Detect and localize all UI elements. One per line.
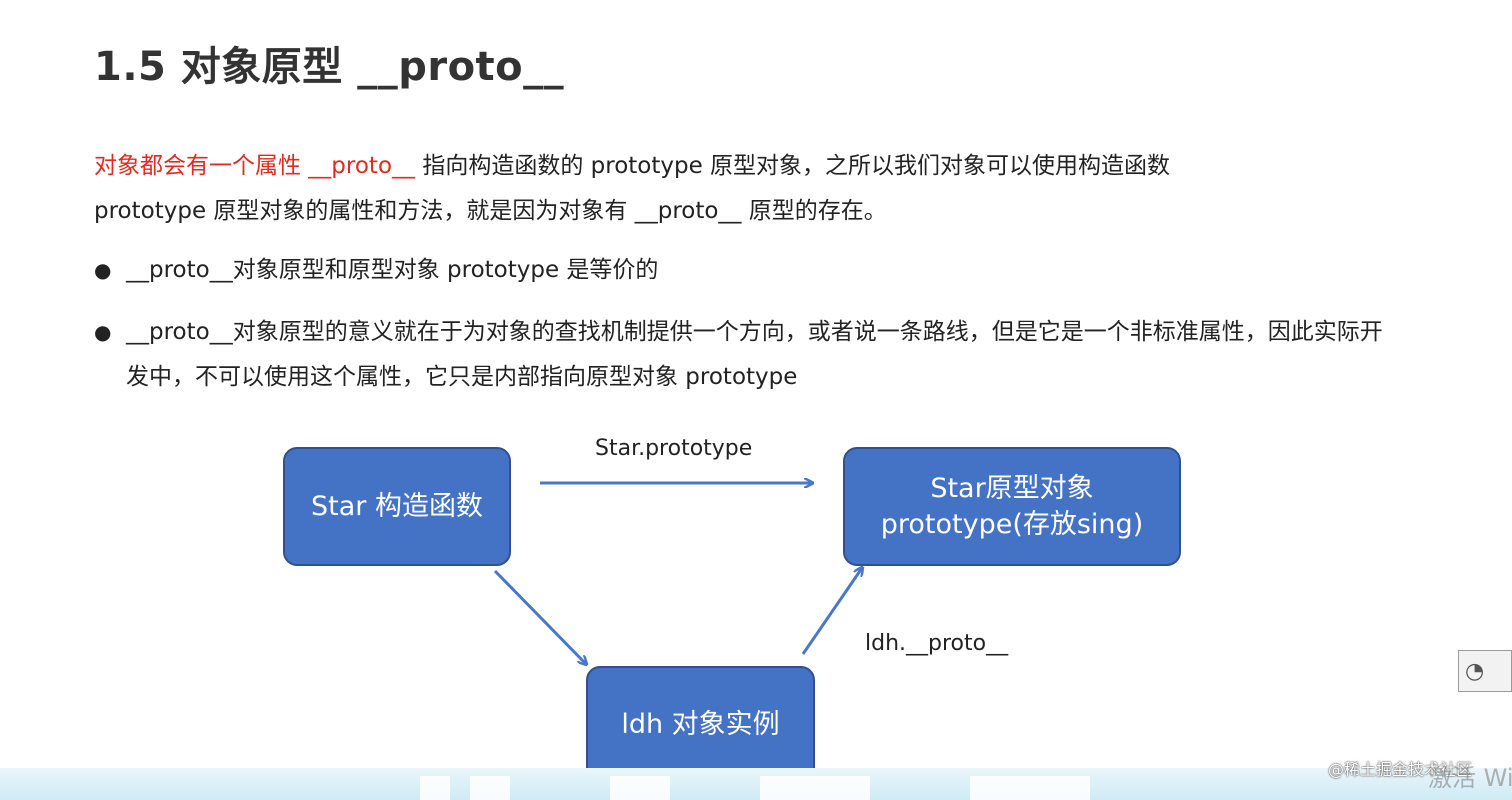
prototype-box: Star原型对象 prototype(存放sing) [843,447,1181,566]
activate-windows-text: 激活 Wi [1428,764,1512,792]
watermark-text: @稀土掘金技术社区 [1328,760,1473,779]
label-ldh-proto: ldh.__proto__ [865,631,1009,656]
bullet-item-1: ● __proto__对象原型和原型对象 prototype 是等价的 [94,248,1394,293]
slide-title: 1.5 对象原型 __proto__ [94,44,565,90]
bottom-decoration [0,768,1512,800]
recorder-icon[interactable]: ◔ [1458,650,1512,692]
label-star-prototype: Star.prototype [595,436,753,461]
instance-box-label: ldh 对象实例 [621,709,780,740]
intro-highlight: 对象都会有一个属性 __proto__ [94,153,416,179]
constructor-box-label: Star 构造函数 [311,490,483,522]
intro-line2: prototype 原型对象的属性和方法，就是因为对象有 __proto__ 原… [94,198,887,224]
intro-rest-line1: 指向构造函数的 prototype 原型对象，之所以我们对象可以使用构造函数 [422,153,1171,179]
bullet-text-2: __proto__对象原型的意义就在于为对象的查找机制提供一个方向，或者说一条路… [126,319,1383,390]
bullet-item-2: ● __proto__对象原型的意义就在于为对象的查找机制提供一个方向，或者说一… [94,310,1394,400]
bullet-dot-icon: ● [94,258,112,282]
bullet-text-1: __proto__对象原型和原型对象 prototype 是等价的 [126,257,659,283]
intro-paragraph: 对象都会有一个属性 __proto__ 指向构造函数的 prototype 原型… [94,144,1374,234]
arrow-instance-to-prototype [801,568,862,655]
bullet-dot-icon: ● [94,320,112,344]
arrow-ctor-to-instance [493,569,586,664]
instance-box: ldh 对象实例 [586,666,815,784]
constructor-box: Star 构造函数 [283,447,511,566]
prototype-box-label: Star原型对象 prototype(存放sing) [880,472,1144,540]
